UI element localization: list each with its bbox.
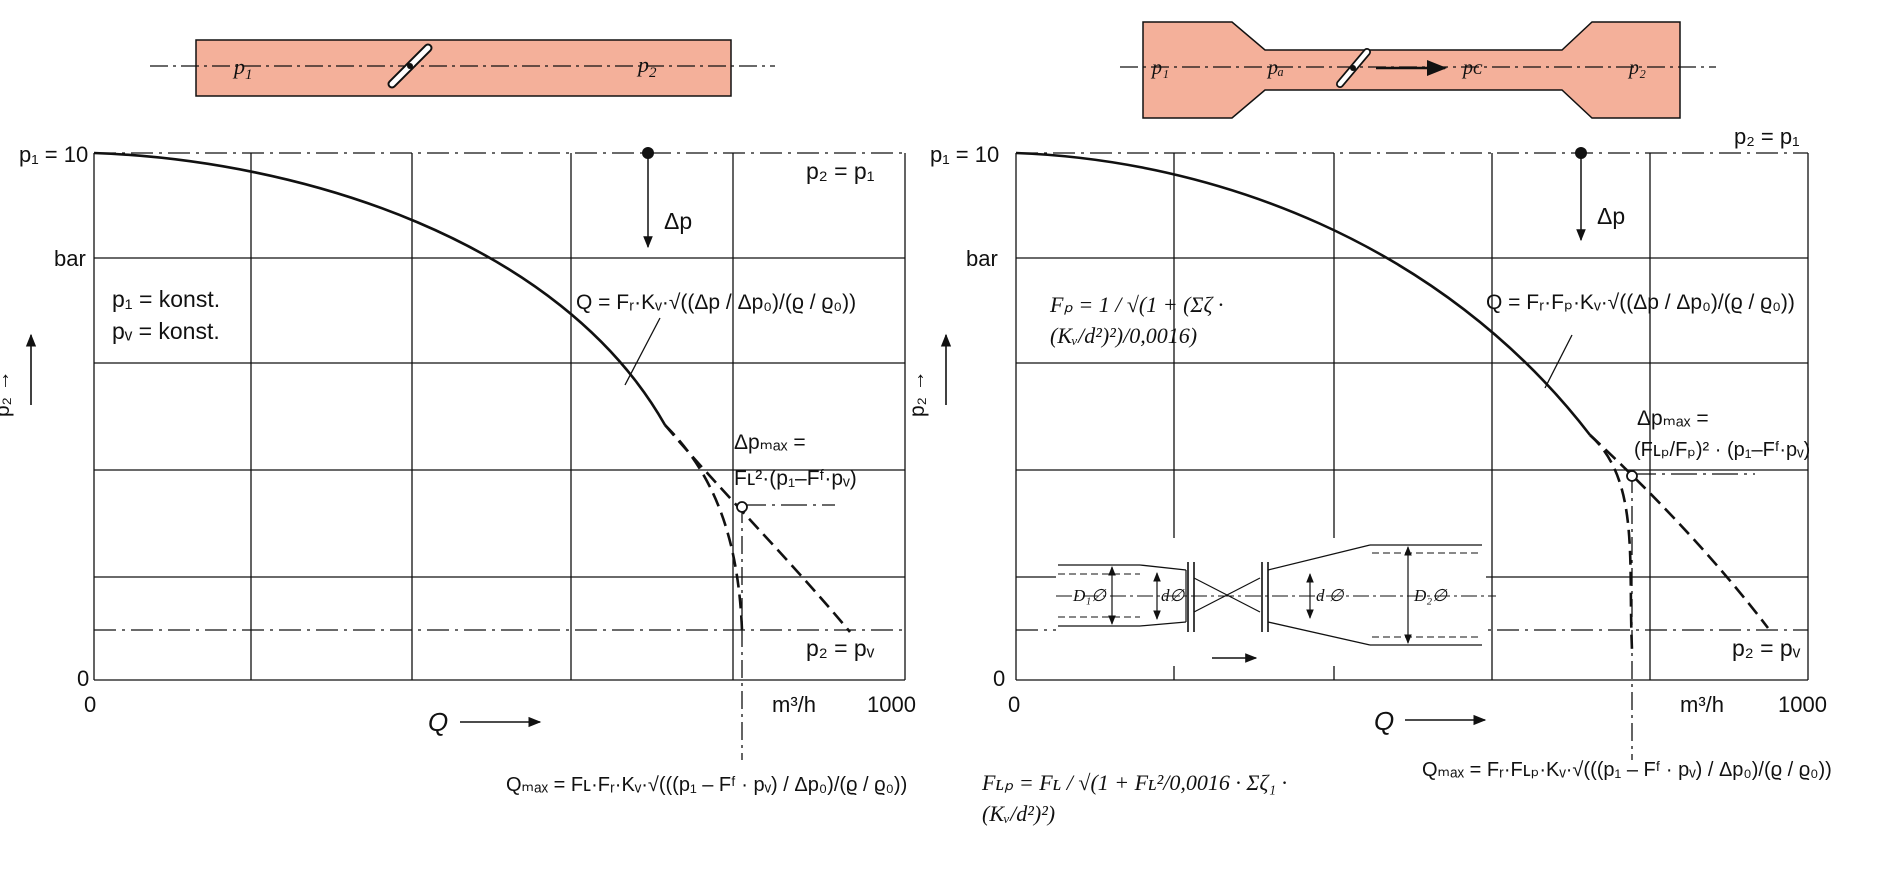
left-pipe-label-p2: p2 [638,52,657,81]
right-curve-dashed-choked [1589,434,1634,651]
right-curve-dashed-extension [1589,434,1770,629]
right-dp-label: Δp [1597,203,1626,229]
left-dpmax-point [736,501,748,513]
left-formula-q: Q = Fᵣ·Kᵥ·√((Δp / Δp₀)/(ϱ / ϱ₀)) [576,291,857,314]
left-x-unit-label: m³/h [772,692,816,717]
reducer-label-d2: d ∅ [1316,586,1344,605]
right-qmax-formula: Qₘₐₓ = Fᵣ·Fʟₚ·Kᵥ·√(((p₁ – Fᶠ · pᵥ) / Δp₀… [1422,759,1832,781]
right-x-max-label: 1000 [1778,692,1827,717]
right-y-unit-label: bar [966,246,998,271]
reducer-label-d1: d∅ [1161,586,1185,605]
left-dp-label: Δp [664,208,693,234]
right-p1-point [1575,147,1587,159]
left-y-top-label: p₁ = 10 [19,142,89,167]
right-pipe-label-pc: pᴄ [1463,57,1483,79]
left-flow-curve [93,151,667,426]
left-y-zero-label: 0 [77,666,90,691]
left-p1-point [642,147,654,159]
left-grid [93,153,906,681]
right-dpmax-label-1: Δpₘₐₓ = [1637,407,1709,430]
right-x-unit-label: m³/h [1680,692,1724,717]
right-formula-fp: Fₚ = 1 / √(1 + (Σζ · (Kᵥ/d²)²)/0,0016) [1050,292,1224,348]
left-line-bottom-label: p₂ = pᵥ [806,635,875,661]
right-flow-curve [1015,151,1592,436]
left-pipe [195,39,732,97]
left-curve-dashed-extension [664,424,851,633]
left-pipe-label-p1: p1 [234,54,253,83]
right-pipe-label-p1: p₁ [1152,57,1169,79]
right-x-zero-label: 0 [1008,692,1021,717]
right-grid [1015,153,1809,681]
left-valve-disc-icon [387,43,433,89]
left-formula-leader [624,317,661,386]
right-line-bottom-label: p₂ = pᵥ [1732,635,1801,661]
right-valve-disc-icon [1336,48,1371,88]
left-cond-p1: p₁ = konst. [112,286,221,312]
right-pipe-label-pa: pₐ [1268,57,1284,79]
left-dpmax-label-1: Δpₘₐₓ = [734,431,806,454]
left-curve-dashed-choked [664,424,744,631]
right-y-top-label: p₁ = 10 [930,142,1000,167]
right-formula-q: Q = Fᵣ·Fₚ·Kᵥ·√((Δp / Δp₀)/(ϱ / ϱ₀)) [1486,291,1795,314]
right-dpmax-label-2: (Fʟₚ/Fₚ)² · (p₁–Fᶠ·pᵥ) [1634,439,1811,461]
right-y-zero-label: 0 [993,666,1006,691]
left-y-unit-label: bar [54,246,86,271]
right-formula-leader [1544,334,1573,389]
reducer-label-D2: D₂∅ [1414,586,1447,605]
right-x-axis-label: Q [1374,706,1395,736]
right-pipe-label-p2: p₂ [1629,57,1646,79]
left-y-axis-label: p₂ → [0,370,14,417]
right-dpmax-point [1626,470,1638,482]
right-formula-flp: Fʟₚ = Fʟ / √(1 + Fʟ²/0,0016 · Σζ₁ · (Kᵥ/… [982,770,1287,826]
right-pipe [1142,21,1681,119]
right-line-top-label: p₂ = p₁ [1734,124,1800,149]
reducer-sketch [1056,538,1496,666]
left-x-axis-label: Q [428,707,449,737]
left-cond-pv: pᵥ = konst. [112,318,220,344]
left-x-max-label: 1000 [867,692,916,717]
left-line-top-label: p₂ = p₁ [806,158,875,184]
right-y-axis-label: p₂ → [906,370,929,417]
left-x-zero-label: 0 [84,692,97,717]
reducer-label-D1: D₁∅ [1073,586,1106,605]
left-dpmax-label-2: Fʟ²·(p₁–Fᶠ·pᵥ) [734,467,857,490]
left-qmax-formula: Qₘₐₓ = Fʟ·Fᵣ·Kᵥ·√(((p₁ – Fᶠ · pᵥ) / Δp₀)… [506,774,908,796]
